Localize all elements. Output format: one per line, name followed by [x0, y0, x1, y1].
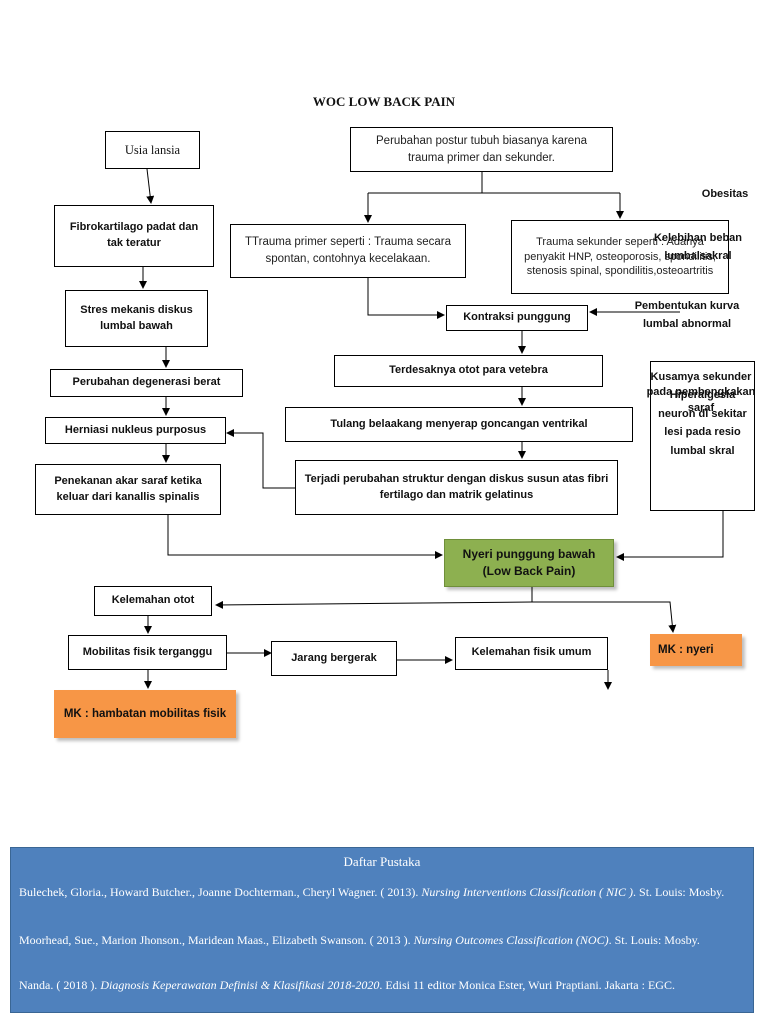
references-heading: Daftar Pustaka	[343, 854, 421, 869]
arrow-terjadi-herniasi	[226, 429, 295, 489]
node-jarang-bergerak: Jarang bergerak	[271, 641, 397, 676]
node-degenerasi: Perubahan degenerasi berat	[50, 369, 243, 397]
node-fibrokartilago: Fibrokartilago padat dan tak teratur	[54, 205, 214, 267]
note-kusamya-sekunder: Kusamya sekunder pada pembengkakan saraf	[646, 371, 756, 414]
node-hiperalgesia: Hiperalgesia neuron di sekitar lesi pada…	[650, 361, 755, 511]
arrow-primer-kontraksi	[367, 278, 445, 319]
arrow-nyeri-kelemahan	[215, 600, 533, 609]
node-terdesaknya-otot: Terdesaknya otot para vetebra	[334, 355, 603, 387]
node-perubahan-struktur: Terjadi perubahan struktur dengan diskus…	[295, 460, 618, 515]
reference-item-1: Bulechek, Gloria., Howard Butcher., Joan…	[19, 885, 725, 899]
node-stres-mekanis: Stres mekanis diskus lumbal bawah	[65, 290, 208, 347]
diagnosis-nyeri: MK : nyeri	[650, 634, 742, 666]
node-kontraksi-punggung: Kontraksi punggung	[446, 305, 588, 331]
note-pembentukan-kurva: Pembentukan kurva lumbal abnormal	[634, 300, 740, 330]
arrow-penekanan-nyeri	[167, 515, 443, 559]
node-kelemahan-fisik-umum: Kelemahan fisik umum	[455, 637, 608, 670]
note-kelebihan-beban: Kelebihan beban lumbalsakral	[653, 232, 743, 262]
diagnosis-hambatan-mobilitas: MK : hambatan mobilitas fisik	[54, 690, 236, 738]
arrow-nyeri-mk	[532, 601, 677, 633]
node-tulang-belakang: Tulang belaakang menyerap goncangan vent…	[285, 407, 633, 442]
node-kelemahan-otot: Kelemahan otot	[94, 586, 212, 616]
node-perubahan-postur: Perubahan postur tubuh biasanya karena t…	[350, 127, 613, 172]
node-penekanan-akar-saraf: Penekanan akar saraf ketika keluar dari …	[35, 464, 221, 515]
arrow-hiperalgesia-nyeri	[616, 511, 724, 561]
page-title: WOC LOW BACK PAIN	[312, 94, 456, 109]
node-nyeri-punggung-bawah: Nyeri punggung bawah (Low Back Pain)	[444, 539, 614, 587]
reference-item-3: Nanda. ( 2018 ). Diagnosis Keperawatan D…	[19, 978, 675, 992]
node-trauma-sekunder: Trauma sekunder seperti : Adanya penyaki…	[511, 220, 729, 294]
reference-item-2: Moorhead, Sue., Marion Jhonson., Maridea…	[19, 933, 700, 947]
node-herniasi: Herniasi nukleus purposus	[45, 417, 226, 444]
node-usia-lansia: Usia lansia	[105, 131, 200, 169]
note-obesitas: Obesitas	[701, 188, 749, 200]
node-trauma-primer: TTrauma primer seperti : Trauma secara s…	[230, 224, 466, 278]
node-mobilitas-terganggu: Mobilitas fisik terganggu	[68, 635, 227, 670]
references-panel: Daftar Pustaka Bulechek, Gloria., Howard…	[10, 847, 754, 1013]
arrow-usia-fibro	[146, 168, 155, 204]
